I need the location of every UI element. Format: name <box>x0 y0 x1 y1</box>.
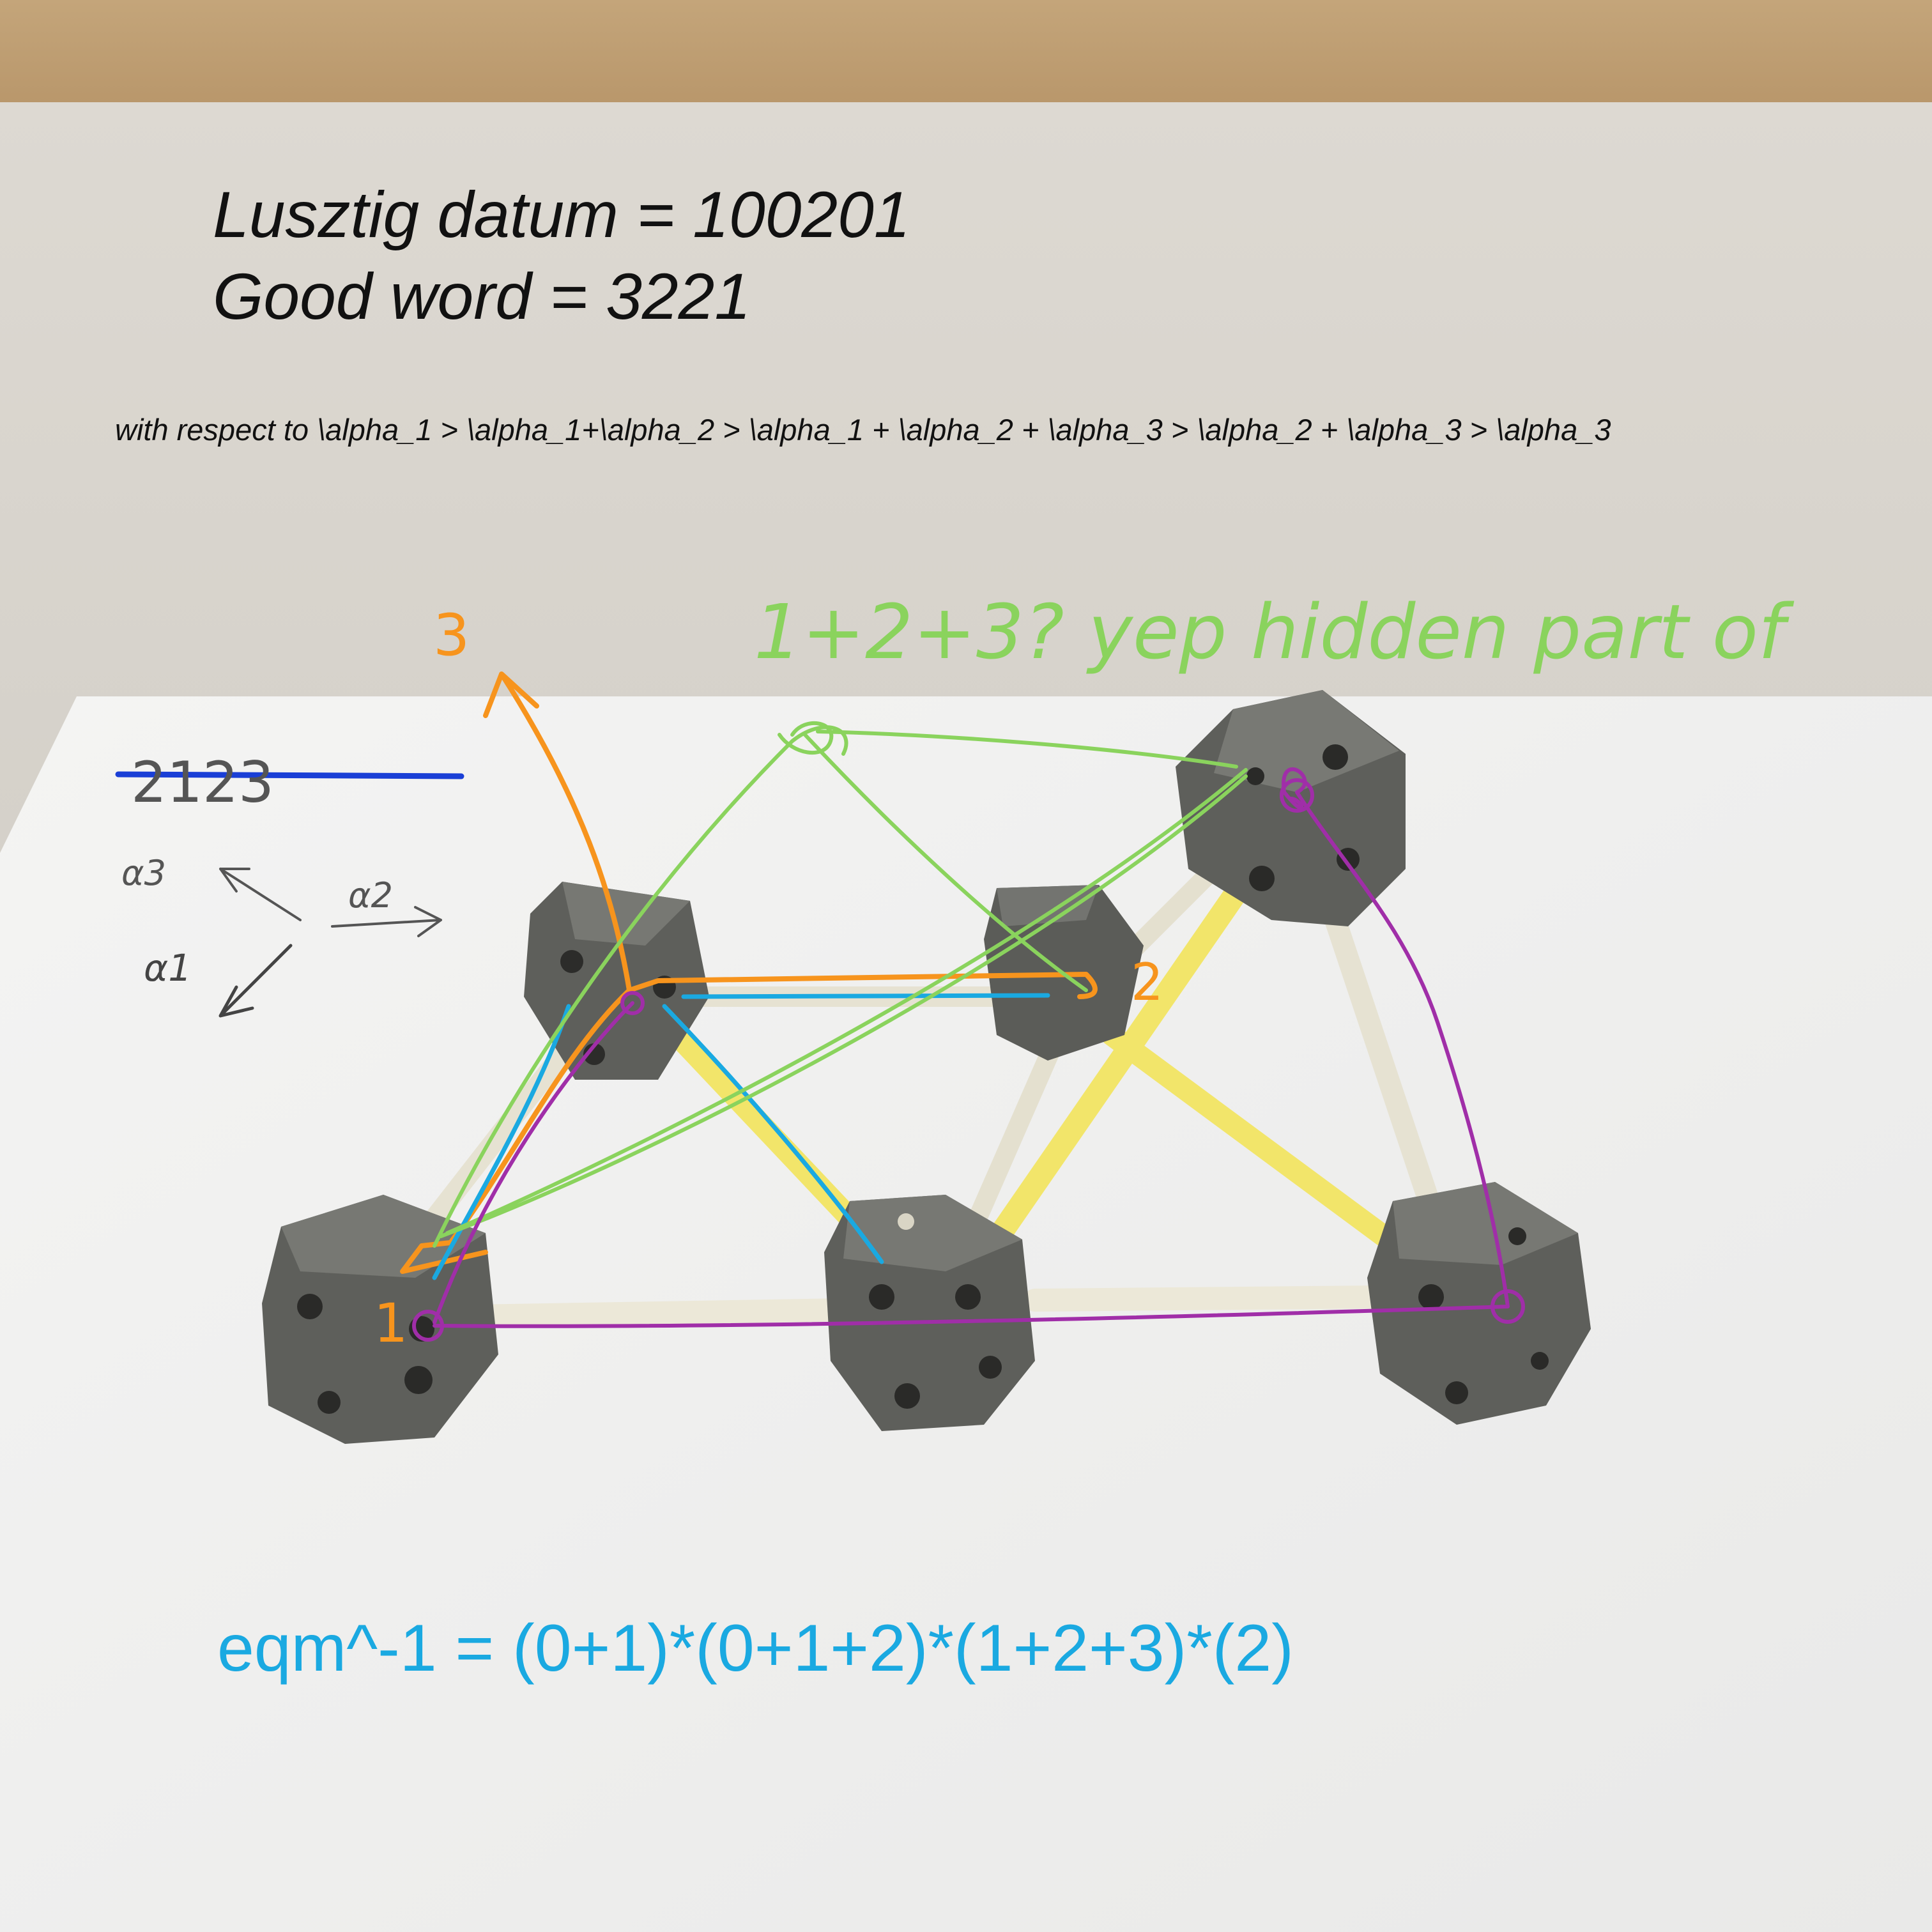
orange-path <box>400 671 1098 1274</box>
purple-dot-4 <box>1280 778 1314 813</box>
rod-front-left-to-back-left <box>418 1044 572 1237</box>
handwritten-labels: 2123 α3 α2 α1 1+2+3? yep hidden part of … <box>121 588 1795 1354</box>
node-back-left <box>524 882 709 1080</box>
ordering-text: with respect to \alpha_1 > \alpha_1+\alp… <box>115 413 1611 447</box>
rod-front-mid-to-top <box>985 877 1251 1251</box>
crossed-word: 2123 <box>131 749 274 815</box>
green-path <box>433 721 1248 1248</box>
node-front-right <box>1367 1182 1591 1425</box>
purple-path <box>433 767 1510 1328</box>
rod-back-mid-to-front-mid <box>962 1019 1070 1243</box>
rod-back-mid-to-front-right <box>1101 1024 1416 1263</box>
lusztig-datum-text: Lusztig datum = 100201 <box>213 178 910 251</box>
alpha1-label: α1 <box>144 946 192 990</box>
rod-front-mid-to-front-right <box>1023 1285 1392 1312</box>
purple-dot-3 <box>1491 1289 1525 1324</box>
purple-dot-1 <box>620 991 645 1015</box>
good-word-text: Good word = 3221 <box>213 260 751 333</box>
rod-front-left-to-front-mid <box>461 1298 855 1328</box>
blue-path <box>432 993 1050 1280</box>
ink-annotations <box>115 671 1525 1342</box>
alpha1-arrow <box>218 944 293 1018</box>
table-edge <box>0 0 1932 112</box>
strike-line <box>115 771 464 779</box>
purple-dot-2 <box>412 1310 444 1342</box>
equation-text: eqm^-1 = (0+1)*(0+1+2)*(1+2+3)*(2) <box>217 1611 1294 1685</box>
alpha2-label: α2 <box>348 875 393 916</box>
alpha3-arrow <box>219 868 302 921</box>
alpha3-label: α3 <box>121 853 166 893</box>
green-note: 1+2+3? yep hidden part of <box>754 588 1795 676</box>
rod-top-to-front-right <box>1318 890 1448 1238</box>
rods <box>418 840 1448 1328</box>
orange-3: 3 <box>433 602 470 669</box>
orange-1: 1 <box>374 1292 408 1354</box>
orange-2: 2 <box>1131 953 1163 1012</box>
alpha2-arrow <box>331 906 442 937</box>
